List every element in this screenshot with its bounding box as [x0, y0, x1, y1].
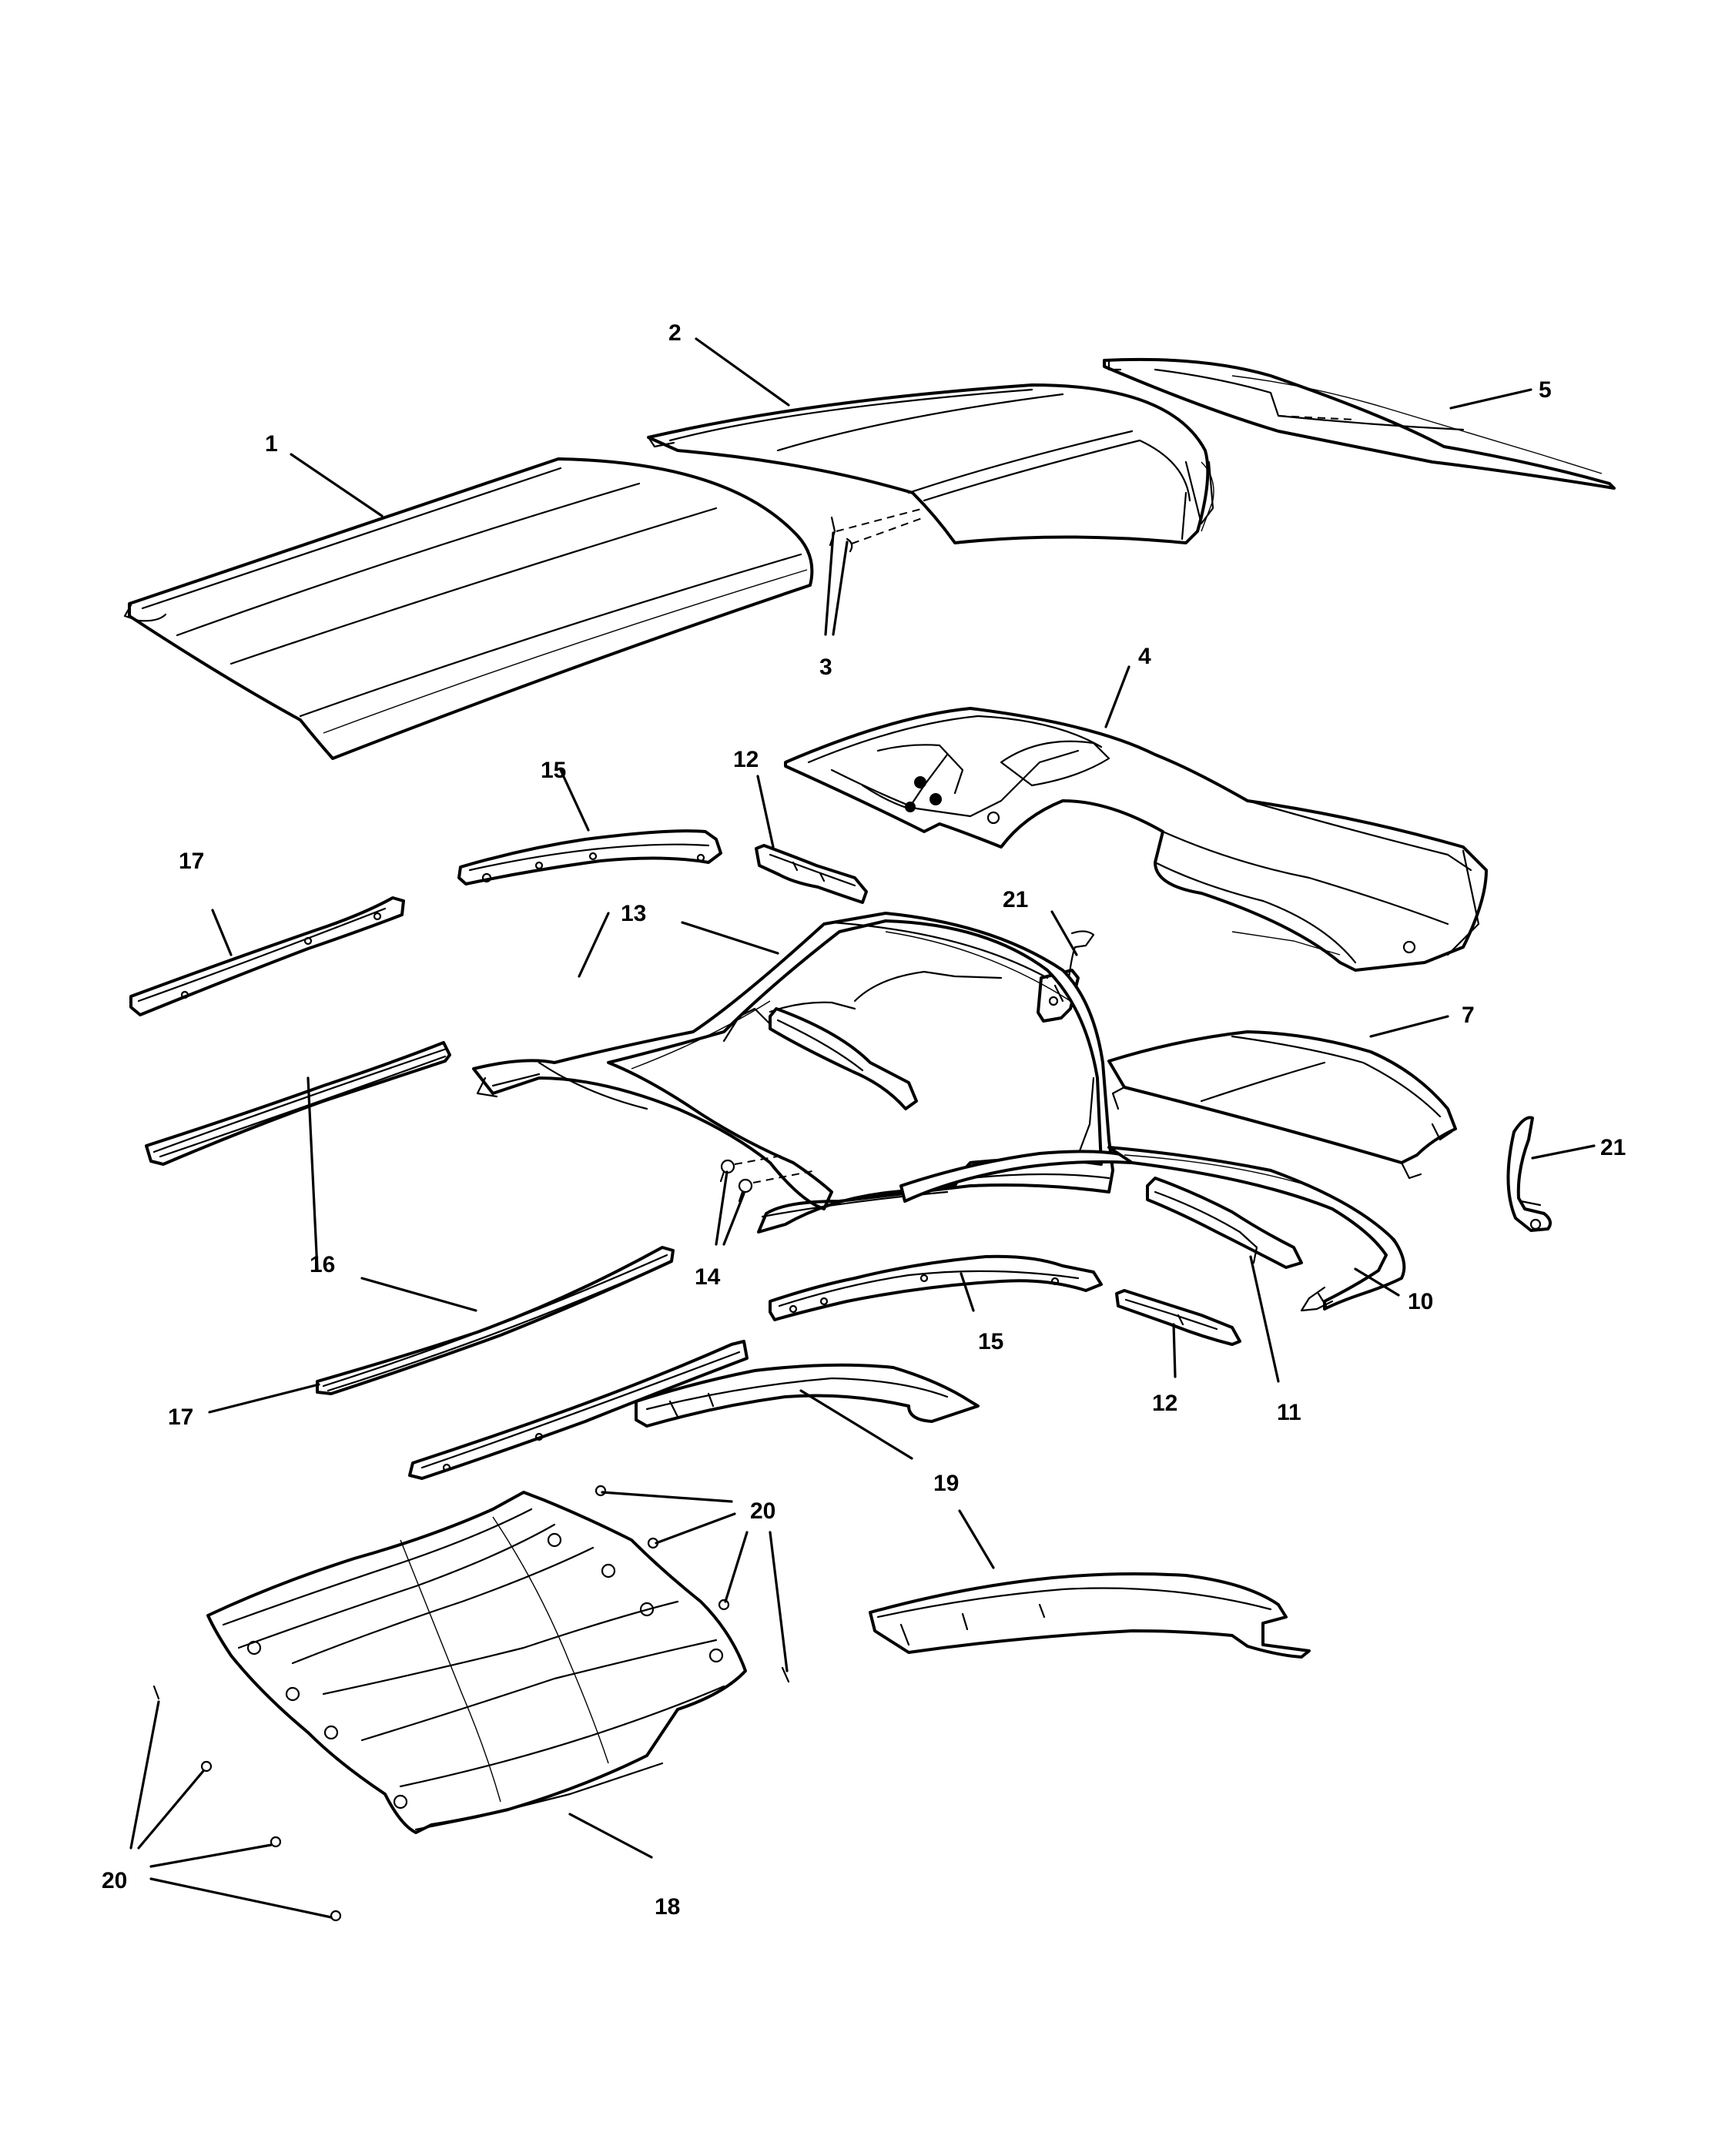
part-21-bracket-right	[1506, 1116, 1552, 1232]
part-19-garnish-lower	[869, 1572, 1311, 1659]
callout-10: 10	[1408, 1289, 1433, 1314]
part-5-rear-window-glass	[1103, 357, 1616, 490]
part-1-front-roof-panel	[123, 457, 814, 760]
part-16-seal-upper	[145, 1041, 451, 1166]
callout-21-right: 21	[1600, 1135, 1626, 1160]
part-15-trim-lower	[769, 1254, 1103, 1321]
callout-3: 3	[819, 654, 832, 680]
callout-7: 7	[1462, 1003, 1475, 1028]
leader-lines	[129, 337, 1596, 1919]
callout-4: 4	[1138, 644, 1151, 669]
callout-18: 18	[655, 1894, 680, 1920]
part-14-screws	[719, 1154, 817, 1203]
part-16-seal-lower	[316, 1246, 675, 1395]
part-10-rear-side-rail	[1107, 1146, 1406, 1312]
callout-15-lower: 15	[978, 1329, 1003, 1354]
callout-13: 13	[621, 901, 646, 926]
part-20-fasteners	[152, 1485, 790, 1922]
callout-19: 19	[933, 1471, 959, 1496]
callout-5: 5	[1539, 377, 1552, 403]
part-3-clips	[829, 507, 925, 553]
part-12-bracket-lower	[1115, 1289, 1241, 1346]
part-17-rail-lower	[408, 1340, 749, 1480]
callout-1: 1	[265, 431, 278, 457]
part-13-roof-bow-frame	[472, 912, 1114, 1234]
callout-15-upper: 15	[541, 758, 566, 783]
callout-16: 16	[310, 1252, 335, 1277]
callout-21-upper: 21	[1003, 887, 1028, 912]
callout-14: 14	[695, 1264, 721, 1290]
part-15-trim-upper	[457, 829, 722, 886]
callout-12-lower: 12	[1152, 1391, 1177, 1416]
part-4-roof-frame-assembly	[784, 707, 1488, 972]
callout-11: 11	[1277, 1400, 1301, 1425]
part-11-quarter-trim	[1146, 1177, 1303, 1269]
callout-17-upper: 17	[179, 849, 204, 874]
part-12-bracket-upper	[755, 844, 868, 904]
callout-20-lower: 20	[102, 1868, 127, 1893]
part-17-rail-upper	[129, 896, 405, 1016]
part-2-rear-roof-panel	[647, 383, 1214, 544]
callout-labels: 1 2 3 4 5 7 10 11 12 12 13 14 15 15 16 1…	[102, 320, 1626, 1920]
part-7-rear-header-panel	[1107, 1030, 1457, 1180]
part-18-headliner	[206, 1491, 747, 1834]
callout-17-lower: 17	[168, 1404, 193, 1430]
callout-2: 2	[668, 320, 682, 346]
callout-20-upper: 20	[750, 1498, 775, 1524]
callout-12-upper: 12	[733, 747, 759, 772]
